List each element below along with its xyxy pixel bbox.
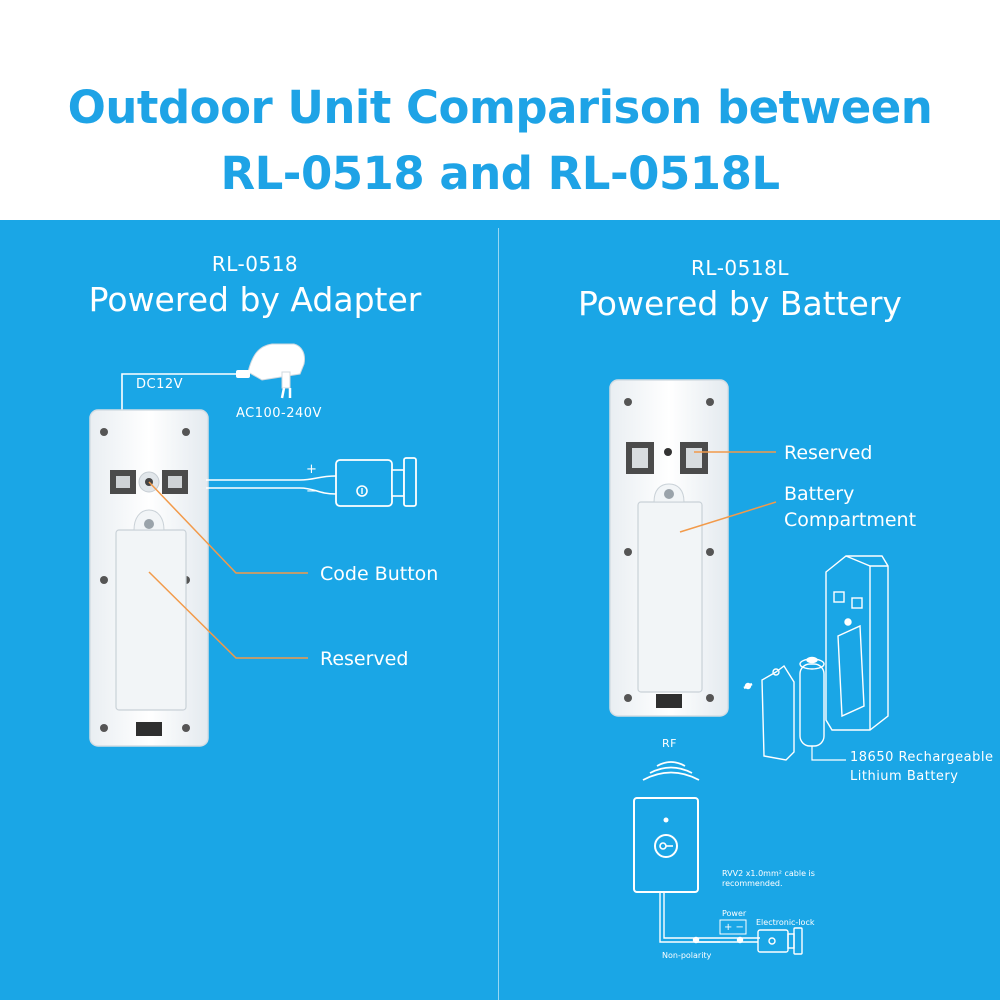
plus-terminal-label: + (306, 462, 318, 477)
right-outdoor-unit (609, 379, 729, 717)
battery-type-label-1: 18650 Rechargeable (850, 750, 994, 765)
power-label: Power (722, 909, 747, 918)
left-outdoor-unit (89, 409, 209, 747)
minus-terminal-label: − (306, 484, 318, 499)
code-button-callout: Code Button (320, 563, 439, 585)
title-line-2: RL-0518 and RL-0518L (220, 147, 780, 200)
receiver-wiring (659, 892, 760, 944)
battery-exploded-view (743, 555, 889, 761)
left-power-mode: Powered by Adapter (88, 280, 422, 319)
cable-note-1: RVV2 x1.0mm² cable is (722, 869, 815, 878)
electronic-lock-icon (335, 457, 417, 507)
right-power-mode: Powered by Battery (578, 284, 902, 323)
left-reserved-callout: Reserved (320, 648, 409, 670)
power-adapter-icon (236, 343, 305, 399)
ac-voltage-label: AC100-240V (236, 406, 322, 421)
page-title: Outdoor Unit Comparison between RL-0518 … (0, 75, 1000, 207)
electronic-lock-small-icon (757, 927, 803, 955)
right-reserved-callout: Reserved (784, 442, 873, 464)
rf-label: RF (662, 737, 677, 750)
left-leader-lines (148, 481, 308, 659)
right-leader-lines (679, 451, 777, 533)
right-model-name: RL-0518L (691, 256, 789, 280)
battery-compartment-callout-2: Compartment (784, 509, 917, 531)
header: Outdoor Unit Comparison between RL-0518 … (0, 0, 1000, 220)
left-model-name: RL-0518 (211, 252, 299, 276)
left-lock-wires (206, 475, 337, 495)
exit-button-unit (633, 797, 699, 893)
panel-divider (498, 228, 499, 1000)
title-line-1: Outdoor Unit Comparison between (67, 81, 933, 134)
rf-waves-icon (642, 761, 700, 781)
dc-voltage-label: DC12V (136, 377, 184, 392)
non-polarity-label: Non-polarity (662, 951, 712, 960)
battery-compartment-callout-1: Battery (784, 483, 855, 505)
power-polarity-label: + − (724, 922, 744, 933)
battery-type-label-2: Lithium Battery (850, 769, 959, 784)
cable-note-2: recommended. (722, 879, 783, 888)
electronic-lock-label: Electronic-lock (756, 918, 815, 927)
